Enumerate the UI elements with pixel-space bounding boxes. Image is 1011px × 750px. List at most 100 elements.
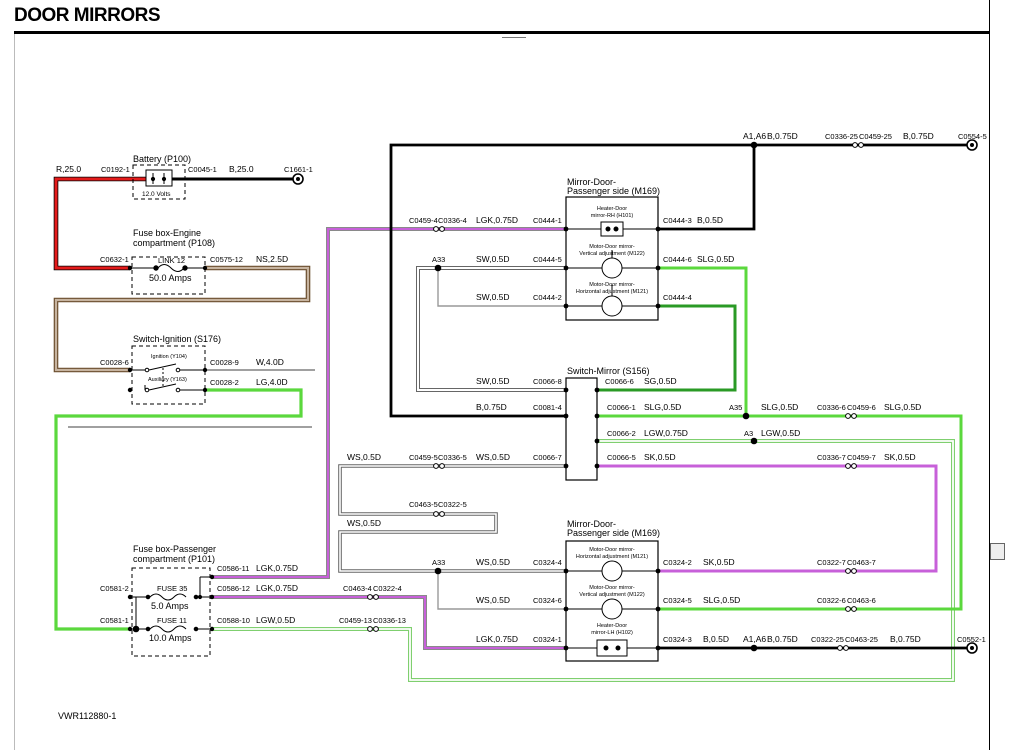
label-l95: C0322-25 [811, 635, 844, 644]
label-l31: SW,0.5D [476, 292, 510, 302]
label-l57: SK,0.5D [644, 452, 676, 462]
heater-lh-symbol [596, 639, 628, 657]
label-l55: C0066-7 [533, 453, 562, 462]
label-l22: LGK,0.75D [476, 215, 518, 225]
label-l58: C0336-7 [817, 453, 846, 462]
wire-b-upper [389, 143, 968, 418]
label-l79: C0581-2 [100, 584, 129, 593]
label-l64: A33 [432, 558, 445, 567]
label-l76: C0463-6 [847, 596, 876, 605]
left-margin-rule [14, 34, 15, 750]
label-l8: NS,2.5D [256, 254, 288, 264]
wire-sw-outer-fill [417, 267, 566, 391]
connector-c0463-4 [367, 594, 373, 600]
mirror-passenger-lower-component [565, 540, 659, 662]
connector-c0322-4 [373, 594, 379, 600]
label-l80: C0586-12 [217, 584, 250, 593]
battery-name: Battery (P100) [133, 154, 191, 164]
mirror-pass-upper-name-1: Mirror-Door- [567, 177, 616, 187]
label-l71: WS,0.5D [476, 595, 510, 605]
switch-ignition-pos1: Ignition (Y104) [151, 354, 187, 360]
motor-m121-upper-name-1: Motor-Door mirror- [589, 282, 635, 288]
fuse-box-passenger-component [130, 567, 212, 657]
label-l18: B,0.75D [903, 131, 934, 141]
fuse-passenger-name-2: compartment (P101) [133, 554, 215, 564]
page-marker [502, 37, 526, 38]
connector-c0322-25 [837, 645, 843, 651]
label-l14: A1,A6 [743, 131, 766, 141]
label-l89: LGK,0.75D [476, 634, 518, 644]
label-l20: C0459-4 [409, 216, 438, 225]
connector-c0459-4 [433, 226, 439, 232]
fuse-engine-name-1: Fuse box-Engine [133, 228, 201, 238]
battery-component [132, 164, 186, 200]
motor-m122-lower-name-2: Vertical adjustment (M122) [579, 592, 645, 598]
label-l12: C0028-2 [210, 378, 239, 387]
label-l10: C0028-9 [210, 358, 239, 367]
label-l75: C0322-6 [817, 596, 846, 605]
fuse-passenger-name-1: Fuse box-Passenger [133, 544, 216, 554]
label-l39: C0081-4 [533, 403, 562, 412]
label-l97: B,0.75D [890, 634, 921, 644]
splice-a35 [742, 412, 750, 420]
label-l54: WS,0.5D [476, 452, 510, 462]
switch-ignition-pos2: Auxiliary (Y163) [148, 377, 187, 383]
motor-m122-lower-name-1: Motor-Door mirror- [589, 585, 635, 591]
connector-c0459-6 [851, 413, 857, 419]
label-l86: LGW,0.5D [256, 615, 295, 625]
label-l1: R,25.0 [56, 164, 81, 174]
label-l66: C0324-4 [533, 558, 562, 567]
wire-ws-inner [437, 571, 566, 610]
wire-brown-ns-fill [54, 266, 310, 372]
heater-rh-symbol [600, 221, 624, 237]
label-l90: C0324-1 [533, 635, 562, 644]
label-l15: B,0.75D [767, 131, 798, 141]
label-l11: W,4.0D [256, 357, 284, 367]
label-l13: LG,4.0D [256, 377, 288, 387]
label-l60: SK,0.5D [884, 452, 916, 462]
connector-c0322-6 [845, 606, 851, 612]
label-l17: C0459-25 [859, 132, 892, 141]
fuse-link-rating: 50.0 Amps [149, 273, 192, 283]
ground-c0554-dot [970, 143, 974, 147]
label-l78: LGK,0.75D [256, 563, 298, 573]
label-l37: SG,0.5D [644, 376, 677, 386]
label-l61: C0463-5 [409, 500, 438, 509]
connector-c0336-13 [373, 626, 379, 632]
heater-lh-name-1: Heater-Door [597, 623, 627, 629]
motor-m121-upper-symbol [601, 295, 623, 317]
splice-a33-upper [434, 264, 442, 272]
mirror-pass-lower-name-2: Passenger side (M169) [567, 528, 660, 538]
wiring-diagram: Battery (P100) 12.0 Volts Fuse box-Engin… [53, 131, 987, 682]
label-l56: C0066-5 [607, 453, 636, 462]
wire-b-mirror-upper [658, 145, 756, 231]
label-l50: LGW,0.5D [761, 428, 800, 438]
label-l33: C0444-4 [663, 293, 692, 302]
figure-reference: VWR112880-1 [58, 711, 117, 721]
label-l23: C0444-1 [533, 216, 562, 225]
splice-a1-upper [750, 141, 758, 149]
wire-lgk-upper [212, 227, 566, 579]
connector-c0459-25 [858, 142, 864, 148]
label-l62: C0322-5 [438, 500, 467, 509]
label-l45: C0459-6 [847, 403, 876, 412]
connector-c0463-5 [433, 511, 439, 517]
fuse-11-label: FUSE 11 [157, 616, 187, 625]
scrollbar-thumb[interactable] [990, 543, 1005, 560]
label-l84: C0581-1 [100, 616, 129, 625]
label-l19: C0554-5 [958, 132, 987, 141]
label-l28: C0444-5 [533, 255, 562, 264]
motor-m122-lower-symbol [601, 598, 623, 620]
label-l7: C0575-12 [210, 255, 243, 264]
label-l94: B,0.75D [767, 634, 798, 644]
label-l29: C0444-6 [663, 255, 692, 264]
label-l3: C0045-1 [188, 165, 217, 174]
label-l59: C0459-7 [847, 453, 876, 462]
label-l98: C0552-1 [957, 635, 986, 644]
heater-rh-name-1: Heater-Door [597, 206, 627, 212]
label-l40: C0066-1 [607, 403, 636, 412]
connector-c0459-13 [367, 626, 373, 632]
switch-mirror-component [565, 377, 598, 481]
fuse-35-symbol [149, 593, 187, 601]
label-l83: C0322-4 [373, 584, 402, 593]
